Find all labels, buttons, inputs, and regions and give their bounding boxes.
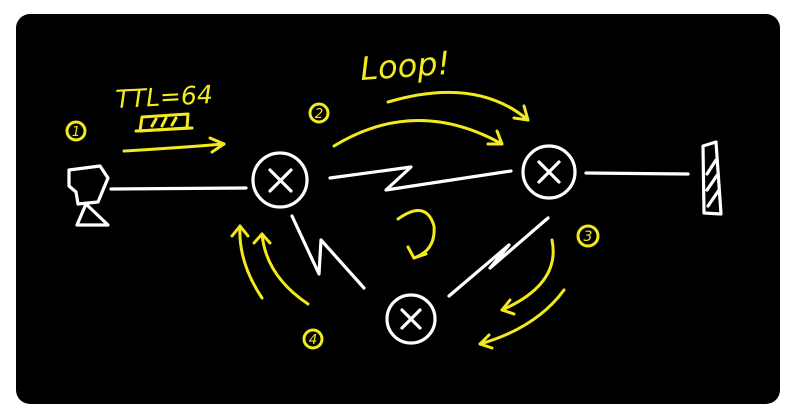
arrow-c-to-a-outer [230,224,264,300]
link-host-router-a [109,186,248,191]
links [109,165,690,298]
arrow-c-to-a-inner [252,232,310,306]
forward-arrow [122,136,226,154]
step-1-marker: 1 [65,120,87,142]
step-3-marker: 3 [576,224,600,248]
svg-text:3: 3 [584,229,593,245]
ttl-label: TTL=64 [115,80,214,114]
whiteboard: 1 TTL=64 Loop! 2 [16,14,780,404]
arrow-a-to-b-upper [386,90,530,122]
router-c [385,293,437,345]
destination-server [701,140,723,216]
step-2-marker: 2 [308,102,330,124]
link-router-b-router-c [447,216,550,298]
computer-icon [67,164,110,227]
network-diagram: 1 TTL=64 Loop! 2 [65,44,723,350]
router-b [521,144,577,200]
step-4-marker: 4 [302,328,324,350]
loop-label: Loop! [359,44,452,88]
svg-text:4: 4 [309,333,317,348]
packet-icon [134,112,194,133]
svg-text:2: 2 [315,107,323,122]
loop-arrow [396,209,436,260]
server-icon [701,140,723,216]
link-router-a-router-b [328,165,513,192]
arrow-b-to-c-inner [478,288,566,350]
annotations: 1 TTL=64 Loop! 2 [65,44,600,350]
link-router-b-server [584,171,690,176]
arrow-a-to-b-lower [332,119,504,148]
svg-text:1: 1 [72,125,80,140]
arrow-b-to-c-outer [500,238,555,316]
router-a [251,151,309,209]
host-computer [67,164,110,227]
link-router-a-router-c [290,214,366,290]
